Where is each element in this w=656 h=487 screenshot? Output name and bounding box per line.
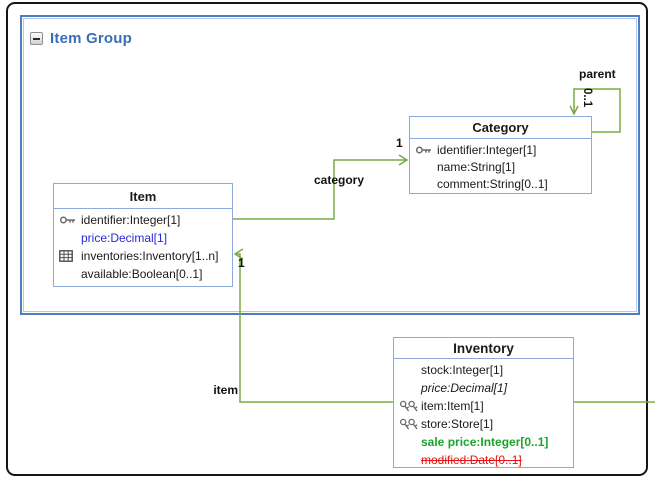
group-title: Item Group: [50, 30, 133, 47]
attribute-list: identifier:Integer[1] price:Decimal[1] i…: [54, 209, 232, 283]
attribute-row[interactable]: modified:Date[0..1]: [394, 451, 573, 469]
attribute-text: price:Decimal[1]: [421, 381, 508, 395]
attribute-list: stock:Integer[1] price:Decimal[1] item:I…: [394, 359, 573, 469]
class-node-category[interactable]: Category identifier:Integer[1] name:Stri…: [409, 116, 592, 194]
attribute-text: comment:String[0..1]: [437, 176, 548, 191]
table-icon: [59, 250, 81, 262]
attribute-row[interactable]: identifier:Integer[1]: [54, 211, 232, 229]
item-group-header: Item Group: [30, 30, 132, 47]
attribute-row[interactable]: inventories:Inventory[1..n]: [54, 247, 232, 265]
attribute-row[interactable]: price:Decimal[1]: [54, 229, 232, 247]
keys-icon: [399, 400, 421, 413]
class-title[interactable]: Inventory: [394, 338, 573, 359]
edge-label-parent[interactable]: parent: [579, 67, 616, 81]
attribute-row[interactable]: stock:Integer[1]: [394, 361, 573, 379]
class-title[interactable]: Item: [54, 184, 232, 209]
attribute-text: price:Decimal[1]: [81, 231, 168, 245]
class-node-inventory[interactable]: Inventory stock:Integer[1] price:Decimal…: [393, 337, 574, 468]
attribute-text: item:Item[1]: [421, 399, 484, 413]
attribute-text: stock:Integer[1]: [421, 363, 504, 377]
attribute-row[interactable]: available:Boolean[0..1]: [54, 265, 232, 283]
attribute-text: available:Boolean[0..1]: [81, 267, 203, 281]
attribute-row[interactable]: name:String[1]: [410, 158, 591, 175]
attribute-text: name:String[1]: [437, 159, 516, 174]
attribute-text: store:Store[1]: [421, 417, 494, 431]
edge-label-category[interactable]: category: [314, 173, 365, 187]
attribute-row[interactable]: sale price:Integer[0..1]: [394, 433, 573, 451]
attribute-text: inventories:Inventory[1..n]: [81, 249, 219, 263]
diagram-canvas[interactable]: Item Group category 1 parent 0..1 item 1…: [6, 2, 655, 476]
attribute-text: sale price:Integer[0..1]: [421, 435, 549, 449]
edge-label-item[interactable]: item: [213, 383, 238, 397]
multiplicity-parent: 0..1: [581, 88, 593, 108]
attribute-row[interactable]: price:Decimal[1]: [394, 379, 573, 397]
multiplicity-category: 1: [396, 136, 403, 150]
attribute-row[interactable]: identifier:Integer[1]: [410, 141, 591, 158]
multiplicity-item: 1: [238, 256, 245, 270]
attribute-text: identifier:Integer[1]: [437, 142, 537, 157]
attribute-row[interactable]: comment:String[0..1]: [410, 175, 591, 192]
attribute-text: modified:Date[0..1]: [421, 453, 522, 467]
attribute-row[interactable]: store:Store[1]: [394, 415, 573, 433]
keys-icon: [399, 418, 421, 431]
attribute-list: identifier:Integer[1] name:String[1] com…: [410, 139, 591, 192]
attribute-row[interactable]: item:Item[1]: [394, 397, 573, 415]
key-icon: [415, 144, 437, 156]
attribute-text: identifier:Integer[1]: [81, 213, 181, 227]
collapse-minus-icon[interactable]: [30, 32, 43, 45]
class-node-item[interactable]: Item identifier:Integer[1] price:Decimal…: [53, 183, 233, 287]
key-icon: [59, 214, 81, 226]
class-title[interactable]: Category: [410, 117, 591, 139]
